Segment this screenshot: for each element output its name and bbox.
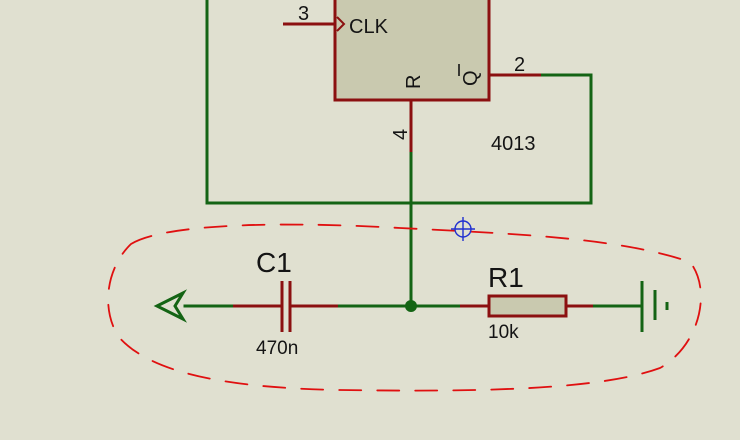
capacitor-c1[interactable]: C1 470n <box>233 247 338 359</box>
c1-ref-label: C1 <box>256 247 292 278</box>
clk-pin-name: CLK <box>349 16 389 38</box>
r1-value-label: 10k <box>488 322 519 343</box>
qbar-pin-name: Q <box>460 70 482 86</box>
wires <box>183 0 642 308</box>
chip-body[interactable] <box>333 0 491 102</box>
chip-4013[interactable]: 3 CLK 2 Q R 4 4013 <box>283 0 541 155</box>
terminal[interactable] <box>153 289 188 323</box>
clk-triangle-icon <box>336 16 346 32</box>
reset-pin-name: R <box>403 75 425 89</box>
junction-dot[interactable] <box>405 300 417 312</box>
crosshair-cursor-icon <box>451 217 475 241</box>
annotation-dashed-ellipse <box>107 223 702 392</box>
wire-left-loop[interactable] <box>205 0 593 205</box>
ground-icon[interactable] <box>640 281 669 332</box>
c1-value-label: 470n <box>256 338 298 359</box>
resistor-r1[interactable]: R1 10k <box>460 262 593 343</box>
reset-pin-number: 4 <box>390 129 412 140</box>
chip-part-label: 4013 <box>491 133 536 155</box>
terminal-arrow-icon[interactable] <box>153 289 188 323</box>
r1-body[interactable] <box>487 294 568 318</box>
r1-ref-label: R1 <box>488 262 524 293</box>
clk-pin-number: 3 <box>298 3 309 25</box>
qbar-pin-number: 2 <box>514 54 525 76</box>
